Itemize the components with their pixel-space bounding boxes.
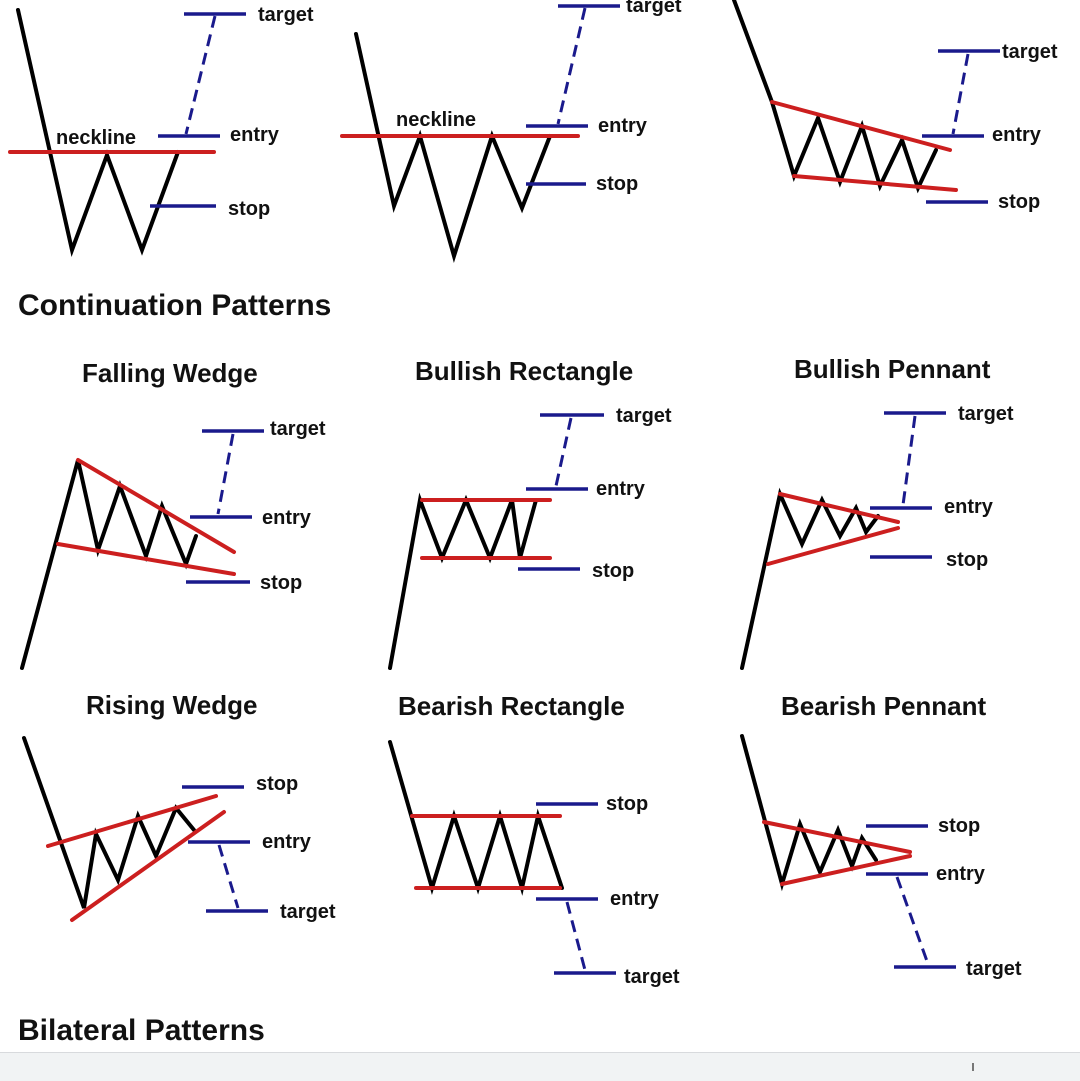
bullish-pennant-pattern: Bullish Pennant target entry stop (740, 354, 1014, 670)
rising-wedge-title: Rising Wedge (86, 690, 257, 720)
bearish-pennant-target-label: target (966, 958, 1022, 980)
bearish-rectangle-title: Bearish Rectangle (398, 691, 625, 721)
bearish-rectangle-stop-label: stop (606, 793, 648, 815)
section-heading-continuation: Continuation Patterns (18, 289, 331, 322)
falling-wedge-target-label: target (270, 418, 326, 440)
double-bottom-target-dash (184, 15, 217, 135)
bearish-pennant-target-dash (895, 876, 930, 965)
falling-wedge-target-dash (216, 433, 235, 515)
falling-wedge-lower-line (56, 542, 236, 576)
toolbar-marker (972, 1063, 974, 1071)
bullish-rectangle-target-label: target (616, 405, 672, 427)
double-bottom-pattern: neckline target entry stop (8, 4, 314, 258)
rising-wedge-lower-line (70, 810, 226, 922)
falling-wedge-pattern: Falling Wedge target entry stop (20, 358, 326, 670)
bullish-pennant-target-label: target (958, 403, 1014, 425)
reversal-wedge-target-label: target (1002, 41, 1058, 63)
rising-wedge-stop-label: stop (256, 773, 298, 795)
rising-wedge-entry-label: entry (262, 831, 312, 853)
inverse-hs-entry-label: entry (598, 115, 648, 137)
bullish-pennant-target-dash (901, 415, 917, 506)
bearish-rectangle-entry-label: entry (610, 888, 660, 910)
falling-wedge-upper-line (76, 458, 236, 554)
bullish-rectangle-stop-label: stop (592, 560, 634, 582)
double-bottom-target-label: target (258, 4, 314, 26)
bearish-pennant-stop-label: stop (938, 815, 980, 837)
bullish-pennant-upper-line (778, 492, 900, 524)
bearish-pennant-price-line (740, 734, 878, 892)
bearish-pennant-entry-label: entry (936, 863, 986, 885)
bullish-rectangle-price-line (388, 492, 538, 670)
reversal-wedge-stop-label: stop (998, 191, 1040, 213)
rising-wedge-pattern: Rising Wedge stop entry target (22, 690, 336, 923)
bearish-rectangle-price-line (388, 740, 564, 896)
bearish-rectangle-pattern: Bearish Rectangle stop entry target (388, 691, 680, 988)
inverse-hs-target-dash (556, 7, 587, 125)
bullish-pennant-entry-label: entry (944, 496, 994, 518)
bullish-pennant-lower-line (766, 526, 900, 566)
rising-wedge-target-label: target (280, 901, 336, 923)
reversal-wedge-upper-line (770, 100, 952, 152)
reversal-wedge-target-dash (951, 53, 970, 135)
double-bottom-neckline-label: neckline (56, 127, 136, 149)
bullish-rectangle-pattern: Bullish Rectangle target entry stop (388, 356, 672, 670)
bearish-pennant-upper-line (762, 820, 912, 854)
double-bottom-price-line (16, 8, 180, 258)
falling-wedge-price-line (20, 459, 198, 670)
falling-wedge-title: Falling Wedge (82, 358, 258, 388)
inverse-hs-price-line (354, 32, 552, 263)
bearish-pennant-pattern: Bearish Pennant stop entry target (740, 691, 1022, 980)
inverse-hs-stop-label: stop (596, 173, 638, 195)
bearish-rectangle-target-dash (565, 901, 587, 971)
reversal-wedge-lower-line (792, 174, 958, 192)
bullish-rectangle-entry-label: entry (596, 478, 646, 500)
falling-wedge-entry-label: entry (262, 507, 312, 529)
bullish-pennant-price-line (740, 487, 880, 670)
rising-wedge-upper-line (46, 794, 218, 848)
section-heading-bilateral: Bilateral Patterns (18, 1014, 265, 1047)
rising-wedge-target-dash (217, 844, 240, 909)
bullish-rectangle-title: Bullish Rectangle (415, 356, 633, 386)
bearish-pennant-lower-line (780, 854, 912, 886)
falling-wedge-reversal-pattern: target entry stop (732, 0, 1058, 213)
inverse-hs-neckline-label: neckline (396, 109, 476, 131)
falling-wedge-stop-label: stop (260, 572, 302, 594)
rising-wedge-price-line (22, 736, 196, 909)
bullish-pennant-stop-label: stop (946, 549, 988, 571)
bullish-pennant-title: Bullish Pennant (794, 354, 991, 384)
inverse-head-shoulders-pattern: neckline target entry stop (340, 0, 682, 263)
reversal-wedge-price-line (732, 0, 938, 194)
reversal-wedge-entry-label: entry (992, 124, 1042, 146)
bearish-pennant-title: Bearish Pennant (781, 691, 987, 721)
bearish-rectangle-target-label: target (624, 966, 680, 988)
double-bottom-entry-label: entry (230, 124, 280, 146)
bullish-rectangle-target-dash (554, 417, 573, 487)
inverse-hs-target-label: target (626, 0, 682, 17)
double-bottom-stop-label: stop (228, 198, 270, 220)
bottom-toolbar (0, 1052, 1080, 1081)
